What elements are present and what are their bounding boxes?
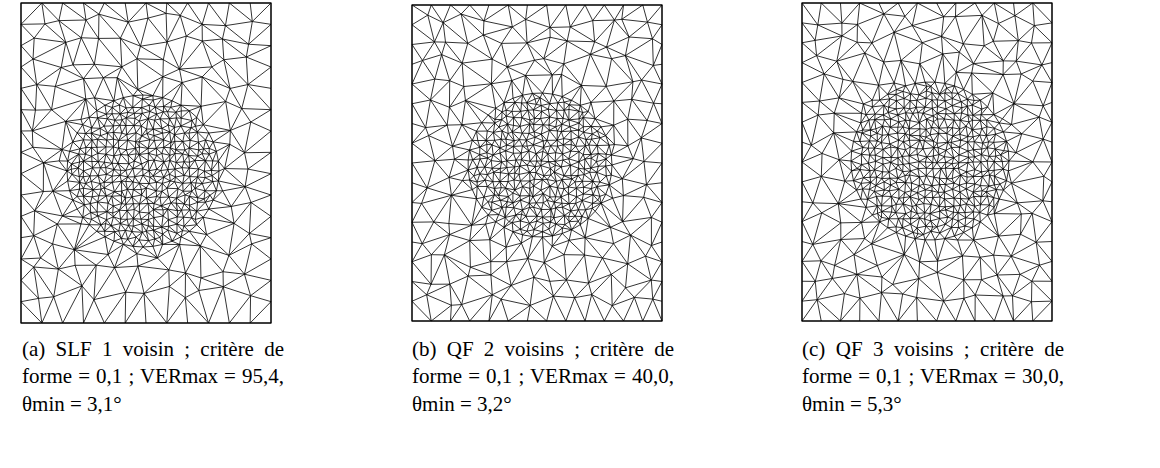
mesh-lines (802, 3, 1052, 321)
triangle-mesh (20, 2, 272, 324)
mesh-border (21, 3, 271, 323)
mesh-edges (412, 5, 662, 321)
mesh-border (802, 3, 1052, 321)
figure-caption: (a) SLF 1 voisin ; critère de forme = 0,… (22, 336, 284, 418)
triangle-mesh (411, 4, 663, 322)
triangle-mesh (801, 2, 1053, 322)
mesh-lines (412, 5, 662, 321)
figure-caption: (b) QF 2 voisins ; critère de forme = 0,… (412, 336, 674, 418)
mesh-edges (21, 3, 271, 323)
mesh-border (412, 5, 662, 321)
mesh-lines (21, 3, 271, 323)
figure-caption: (c) QF 3 voisins ; critère de forme = 0,… (802, 336, 1064, 418)
mesh-edges (802, 3, 1052, 321)
